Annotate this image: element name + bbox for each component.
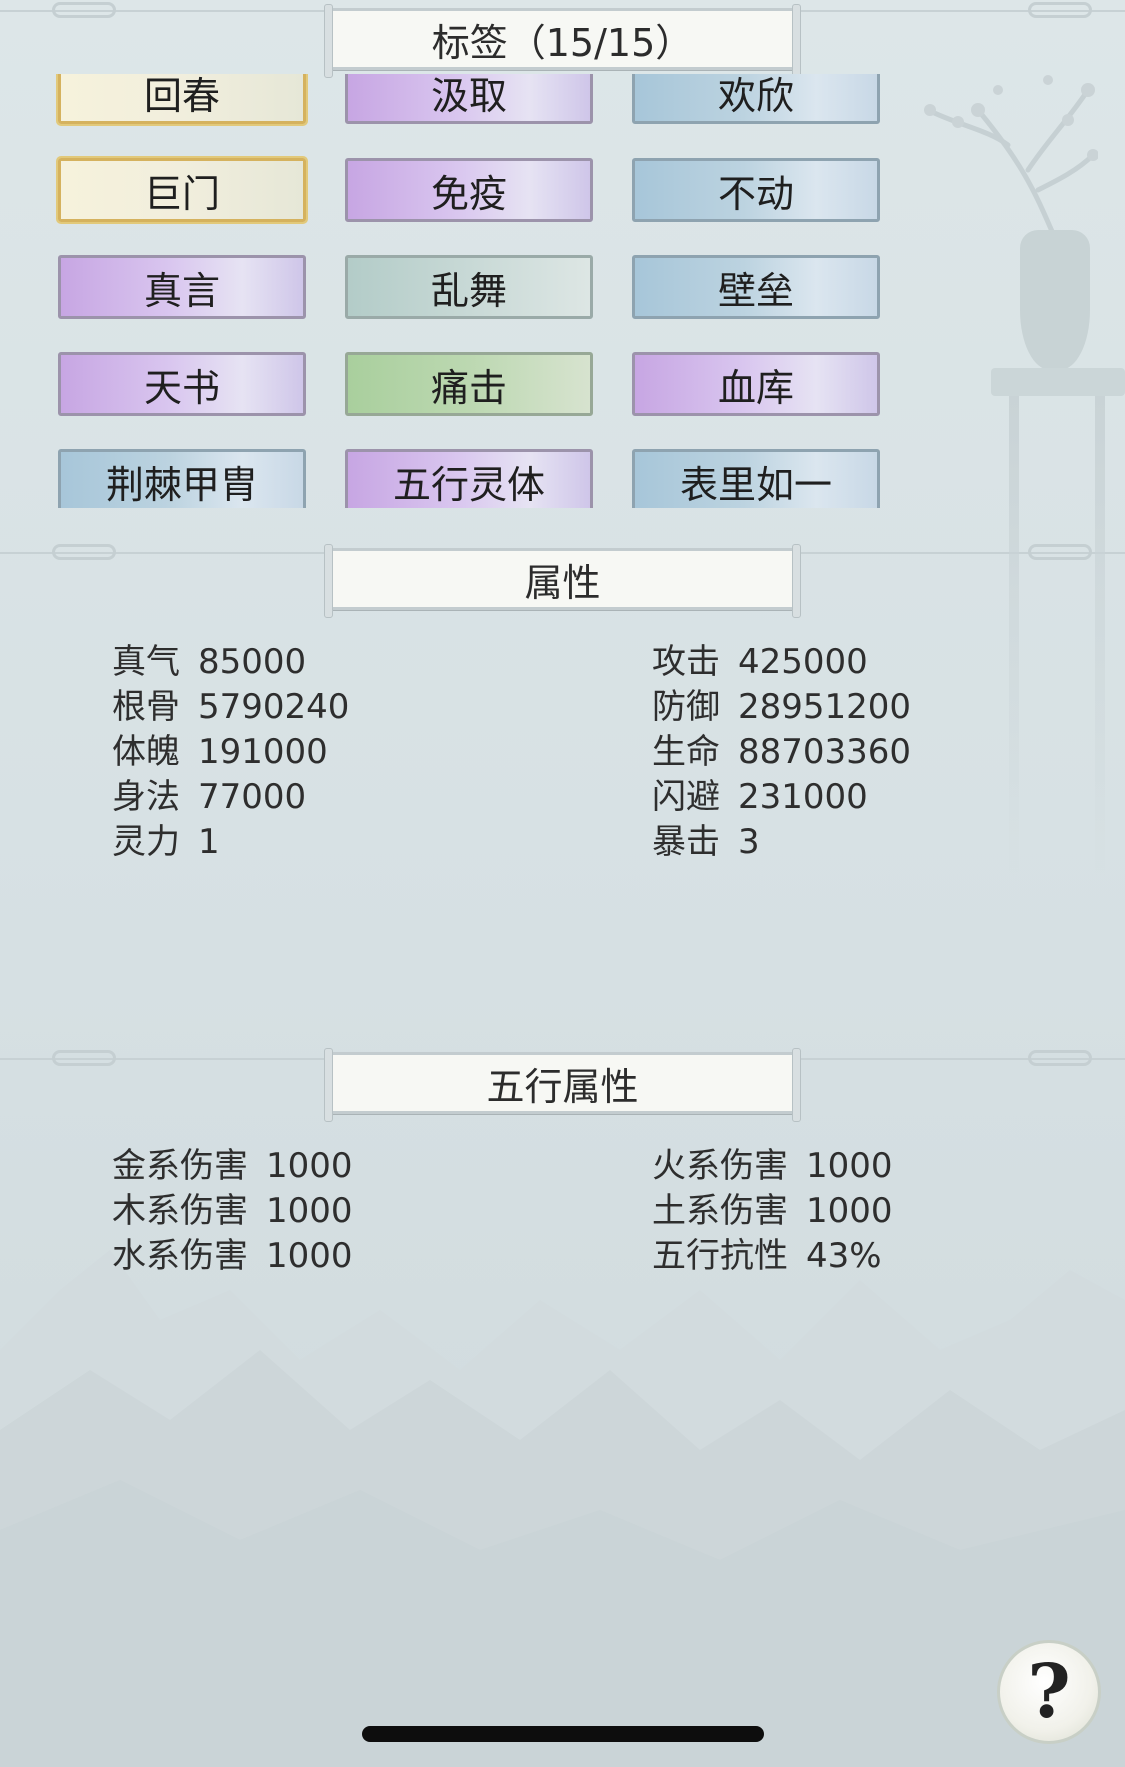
attributes-section-title: 属性 <box>324 544 801 618</box>
tag-button[interactable]: 壁垒 <box>632 255 880 319</box>
divider-ornament <box>52 544 116 560</box>
tags-section-title-text: 标签（15/15） <box>431 20 694 65</box>
tag-button[interactable]: 五行灵体 <box>345 449 593 508</box>
home-indicator[interactable] <box>362 1726 764 1742</box>
tag-button[interactable]: 乱舞 <box>345 255 593 319</box>
divider-ornament <box>1028 544 1092 560</box>
tag-button[interactable]: 天书 <box>58 352 306 416</box>
tag-button[interactable]: 血库 <box>632 352 880 416</box>
elements-section-title-text: 五行属性 <box>486 1064 639 1109</box>
attributes-section-title-text: 属性 <box>524 560 601 605</box>
divider-ornament <box>52 1050 116 1066</box>
tag-button[interactable]: 汲取 <box>345 74 593 124</box>
stand-decoration <box>991 368 1125 888</box>
tags-section-title: 标签（15/15） <box>324 4 801 78</box>
mountains-background <box>0 1250 1125 1767</box>
divider-ornament <box>1028 2 1092 18</box>
tags-grid: 回春 汲取 欢欣 巨门 免疫 不动 真言 乱舞 壁垒 天书 痛击 血库 荆棘甲胄… <box>0 74 900 508</box>
question-icon: ? <box>1027 1649 1071 1735</box>
tag-button[interactable]: 荆棘甲胄 <box>58 449 306 508</box>
tag-button[interactable]: 免疫 <box>345 158 593 222</box>
tag-button[interactable]: 表里如一 <box>632 449 880 508</box>
tag-button[interactable]: 不动 <box>632 158 880 222</box>
tag-button[interactable]: 巨门 <box>56 156 308 224</box>
tag-button[interactable]: 欢欣 <box>632 74 880 124</box>
divider-ornament <box>1028 1050 1092 1066</box>
plum-branch-icon <box>924 75 1098 248</box>
tag-button[interactable]: 真言 <box>58 255 306 319</box>
tag-button[interactable]: 回春 <box>56 74 308 126</box>
help-button[interactable]: ? <box>997 1640 1101 1744</box>
divider-ornament <box>52 2 116 18</box>
tag-button[interactable]: 痛击 <box>345 352 593 416</box>
elements-section-title: 五行属性 <box>324 1048 801 1122</box>
vase-decoration <box>1020 230 1090 370</box>
